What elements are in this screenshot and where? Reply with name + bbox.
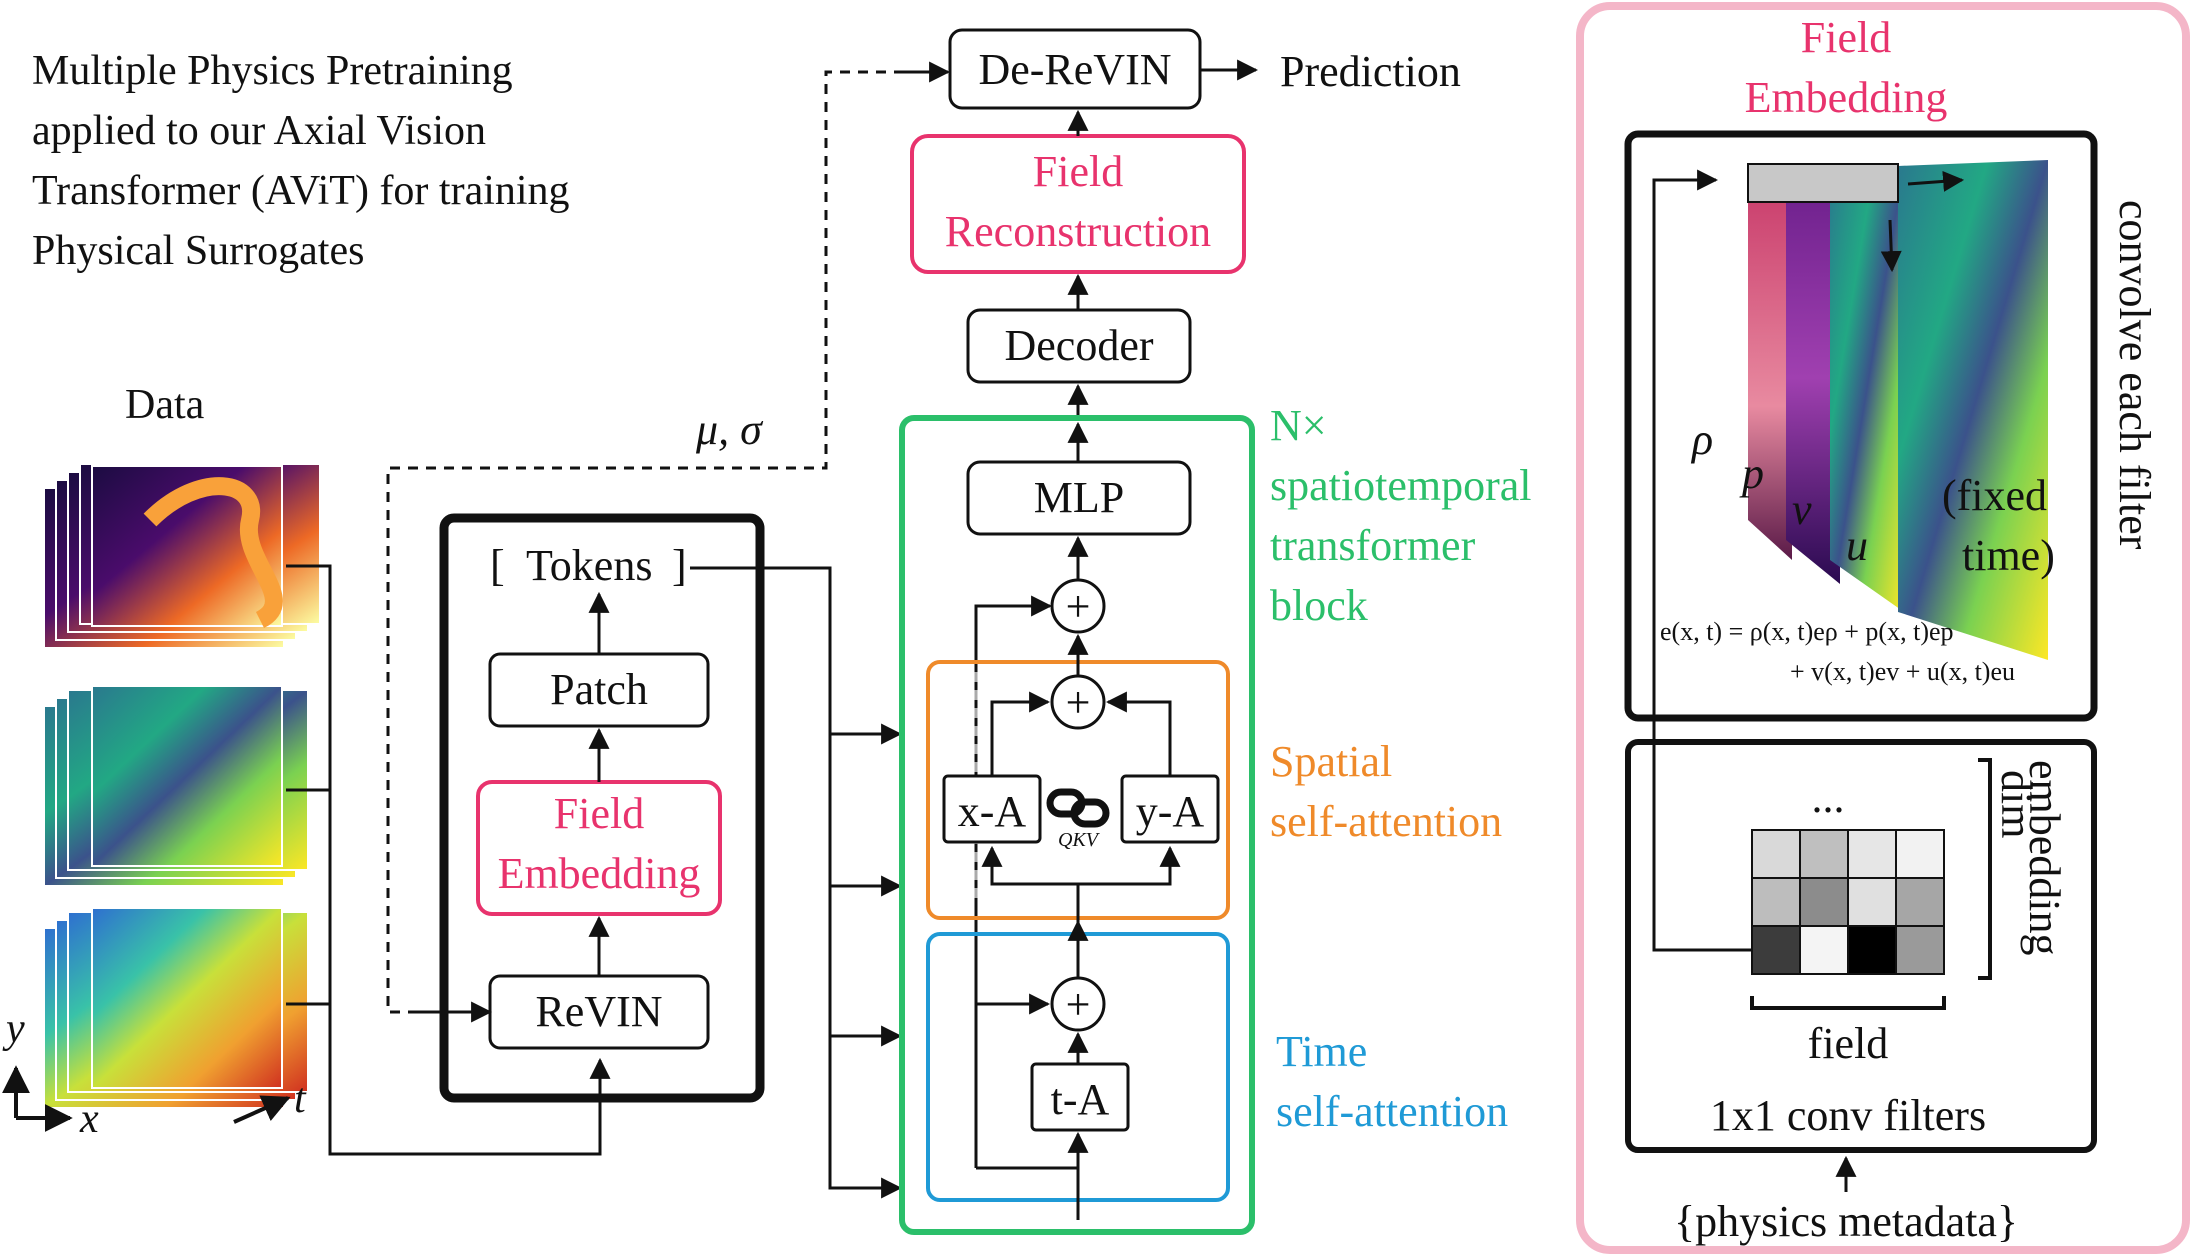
field-image-v [1830,166,1904,612]
spatial-label: Spatial self-attention [1270,737,1502,846]
field-embedding-line-1: Field [554,789,644,838]
plus-node-time-label: + [1066,980,1091,1029]
field-reconstruction-line-2: Reconstruction [945,207,1211,256]
mlp-label: MLP [1034,473,1124,522]
t-attention-label: t-A [1051,1075,1110,1124]
t-attention-box [1030,1062,1130,1132]
tokens-bracket-left: [ [490,541,505,590]
block-label-line-2: spatiotemporal [1270,461,1532,510]
revin-label: ReVIN [535,987,662,1036]
embedding-dim-line-2: dim [1992,770,2041,838]
physics-metadata-label: {physics metadata} [1674,1197,2018,1246]
convolve-box [1624,130,2098,722]
token-arrowheads [870,723,903,1199]
data-wiring [286,564,602,1156]
data-stack-inferno [43,463,321,649]
time-label-line-1: Time [1276,1027,1367,1076]
title-line-2: applied to our Axial Vision [32,108,486,154]
conv-filters-box [1625,739,2097,1153]
plus-node-mlp-label: + [1066,582,1091,631]
field-rho-label: ρ [1690,415,1713,464]
fixed-time-line-2: time) [1962,531,2055,580]
field-u-label: u [1846,521,1868,570]
prediction-label: Prediction [1280,47,1461,96]
field-p-label: p [1739,449,1764,498]
title: Multiple Physics Pretraining applied to … [32,48,570,274]
tokens-bracket-right: ] [672,541,687,590]
equation-line-1: e(x, t) = ρ(x, t)eρ + p(x, t)ep [1660,617,1954,646]
data-stack-viridis [43,685,309,887]
field-embedding-panel [1576,2,2190,1254]
field-image-rho [1748,176,1792,560]
y-attention-label: y-A [1136,787,1205,836]
block-label-line-1: N× [1270,401,1327,450]
field-embedding-line-2: Embedding [498,849,701,898]
equation-line-2: + v(x, t)ev + u(x, t)eu [1790,657,2015,686]
convolve-label: convolve each filter [2110,200,2159,550]
field-image-p [1786,172,1840,584]
filter-grid [1751,829,1945,975]
data-label: Data [125,382,205,428]
mu-sigma-label: μ, σ [695,405,764,454]
qkv-label: QKV [1058,829,1101,851]
title-line-1: Multiple Physics Pretraining [32,48,513,94]
panel-title-line-2: Embedding [1745,73,1948,122]
title-line-3: Transformer (AViT) for training [32,168,570,214]
filters-dots: ... [1812,773,1845,822]
embedding-dim-line-1: embedding [2020,760,2069,956]
axis-t-label: t [294,1076,307,1122]
field-image-u [1898,160,2048,660]
title-line-4: Physical Surrogates [32,228,364,274]
embedding-dim-bracket [1978,758,1992,980]
axes-indicator: y x t [1,1006,307,1142]
revin-stats-dashed [386,70,940,1014]
data-stack-jet [43,907,309,1109]
axis-y-label: y [2,1006,25,1052]
fixed-time-line-1: (fixed [1942,471,2047,520]
spatial-label-line-2: self-attention [1270,797,1502,846]
transformer-block-box [899,415,1255,1235]
panel-title-line-1: Field [1801,13,1891,62]
field-bracket [1750,996,1946,1010]
tokens-text: Tokens [526,541,652,590]
axis-x-label: x [79,1096,99,1142]
time-label: Time self-attention [1276,1027,1508,1136]
block-label-line-3: transformer [1270,521,1476,570]
qkv-link-icon [1046,788,1110,828]
field-axis-label: field [1808,1019,1889,1068]
field-reconstruction-line-1: Field [1033,147,1123,196]
spatial-label-line-1: Spatial [1270,737,1392,786]
x-attention-label: x-A [958,787,1027,836]
field-v-label: v [1792,485,1812,534]
patch-label: Patch [550,665,648,714]
block-label: N× spatiotemporal transformer block [1270,401,1532,630]
time-label-line-2: self-attention [1276,1087,1508,1136]
embedding-feedback-arrow [1652,169,1752,952]
decoder-label: Decoder [1004,321,1153,370]
tokens-label: [ Tokens ] [490,541,687,590]
derevin-label: De-ReVIN [978,45,1171,94]
filter-kernel [1747,163,1899,203]
conv-filters-label: 1x1 conv filters [1710,1091,1986,1140]
field-image-stack [1747,160,2048,660]
plus-node-spatial-label: + [1066,678,1091,727]
encoder-box [439,513,765,1103]
block-label-line-4: block [1270,581,1368,630]
